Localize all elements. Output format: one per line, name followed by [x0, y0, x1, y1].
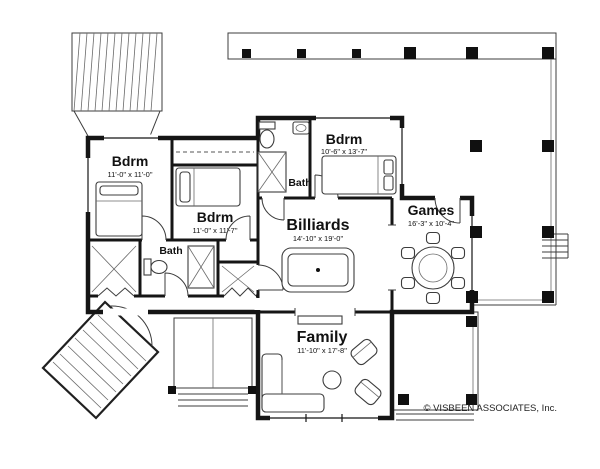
copyright-text: © VISBEEN ASSOCIATES, Inc.	[423, 403, 557, 414]
billiards-dims: 14'-10" x 19'-0"	[293, 234, 344, 243]
entry-stairs	[41, 300, 160, 420]
coffee-table-icon	[322, 370, 342, 390]
column-icon	[404, 47, 416, 59]
column-icon	[168, 386, 176, 394]
bedroom-1: Bdrm 11'-0" x 11'-0"	[95, 153, 153, 237]
bedroom-2-dims: 11'-0" x 11'-7"	[192, 226, 237, 235]
sink-icon	[292, 121, 310, 135]
bedroom-1-label: Bdrm	[112, 153, 149, 169]
column-icon	[466, 394, 477, 405]
wall-openings	[98, 194, 460, 316]
bath-lower: Bath	[143, 245, 215, 289]
billiard-table-icon	[281, 247, 355, 293]
column-icon	[542, 47, 554, 59]
armchair-icon	[350, 338, 378, 366]
column-icon	[466, 47, 478, 59]
games-room: Games 16'-3" x 10'-4"	[400, 202, 466, 305]
column-icon	[398, 394, 409, 405]
windows	[84, 114, 476, 422]
games-label: Games	[408, 202, 455, 218]
bedroom-1-dims: 11'-0" x 11'-0"	[107, 170, 152, 179]
column-icon	[297, 49, 306, 58]
bath-lower-label: Bath	[159, 245, 182, 257]
sofa-icon	[261, 353, 325, 413]
armchair-icon	[354, 378, 382, 406]
bath-upper-label: Bath	[288, 177, 311, 189]
shower-icon	[187, 245, 215, 289]
game-table-icon	[400, 231, 466, 305]
bed-icon	[321, 155, 397, 195]
column-icon	[470, 140, 482, 152]
column-icon	[542, 226, 554, 238]
porch-columns	[168, 47, 554, 405]
column-icon	[242, 49, 251, 58]
family-label: Family	[297, 329, 348, 346]
column-icon	[466, 291, 478, 303]
bedroom-2-label: Bdrm	[197, 209, 234, 225]
bed-icon	[175, 167, 241, 207]
media-cabinet-icon	[297, 315, 343, 325]
column-icon	[352, 49, 361, 58]
bedroom-3: Bdrm 10'-6" x 13'-7"	[321, 131, 397, 195]
bedroom-3-dims: 10'-6" x 13'-7"	[321, 147, 367, 156]
column-icon	[542, 140, 554, 152]
column-icon	[542, 291, 554, 303]
upper-deck	[227, 32, 557, 60]
family-dims: 11'-10" x 17'-8"	[297, 346, 347, 355]
bedroom-3-label: Bdrm	[326, 131, 363, 147]
toilet-icon	[258, 121, 276, 130]
closets	[91, 151, 257, 297]
bath-upper: Bath	[257, 121, 312, 193]
bedroom-2: Bdrm 11'-0" x 11'-7"	[175, 167, 241, 235]
right-porch	[472, 33, 569, 306]
column-icon	[248, 386, 256, 394]
shower-icon	[257, 151, 287, 193]
column-icon	[466, 316, 477, 327]
games-dims: 16'-3" x 10'-4"	[408, 219, 454, 228]
toilet-icon	[143, 258, 152, 276]
billiards-label: Billiards	[286, 217, 349, 234]
exterior-stairs	[71, 32, 163, 137]
billiards-room: Billiards 14'-10" x 19'-0"	[281, 217, 355, 293]
family-room: Family 11'-10" x 17'-8"	[261, 315, 382, 413]
rear-stoop	[173, 317, 253, 407]
column-icon	[470, 226, 482, 238]
doors	[141, 174, 461, 316]
